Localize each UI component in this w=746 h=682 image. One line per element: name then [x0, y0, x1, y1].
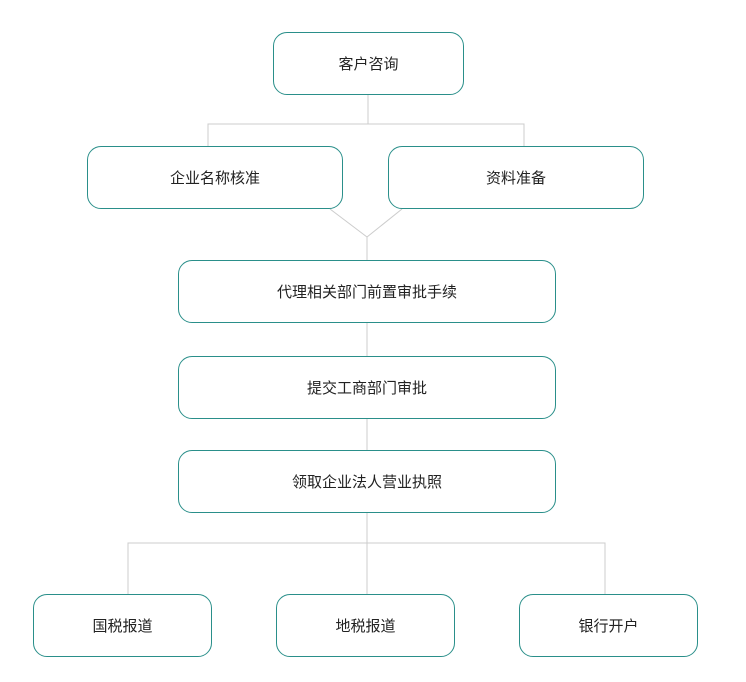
node-national-tax-registration: 国税报道 — [33, 594, 212, 657]
node-label: 提交工商部门审批 — [306, 379, 427, 397]
edge-docs-preapp — [366, 208, 403, 238]
node-label: 领取企业法人营业执照 — [291, 473, 442, 491]
node-obtain-business-license: 领取企业法人营业执照 — [178, 450, 556, 513]
edge-name-preapp — [329, 208, 368, 238]
node-bank-account-opening: 银行开户 — [519, 594, 698, 657]
node-document-preparation: 资料准备 — [388, 146, 644, 209]
node-label: 企业名称核准 — [169, 169, 260, 187]
node-local-tax-registration: 地税报道 — [276, 594, 455, 657]
edge-license-bank — [367, 542, 606, 594]
node-customer-consultation: 客户咨询 — [273, 32, 464, 95]
node-pre-approval-procedures: 代理相关部门前置审批手续 — [178, 260, 556, 323]
node-company-name-approval: 企业名称核准 — [87, 146, 343, 209]
edge-license-national — [127, 542, 367, 594]
node-label: 银行开户 — [578, 617, 639, 635]
node-label: 地税报道 — [335, 617, 396, 635]
node-label: 代理相关部门前置审批手续 — [276, 283, 457, 301]
edge-consult-docs — [368, 123, 525, 146]
node-submit-to-industry-commerce: 提交工商部门审批 — [178, 356, 556, 419]
node-label: 国税报道 — [92, 617, 153, 635]
node-label: 客户咨询 — [338, 55, 399, 73]
node-label: 资料准备 — [485, 169, 546, 187]
edge-consult-name — [207, 95, 369, 146]
